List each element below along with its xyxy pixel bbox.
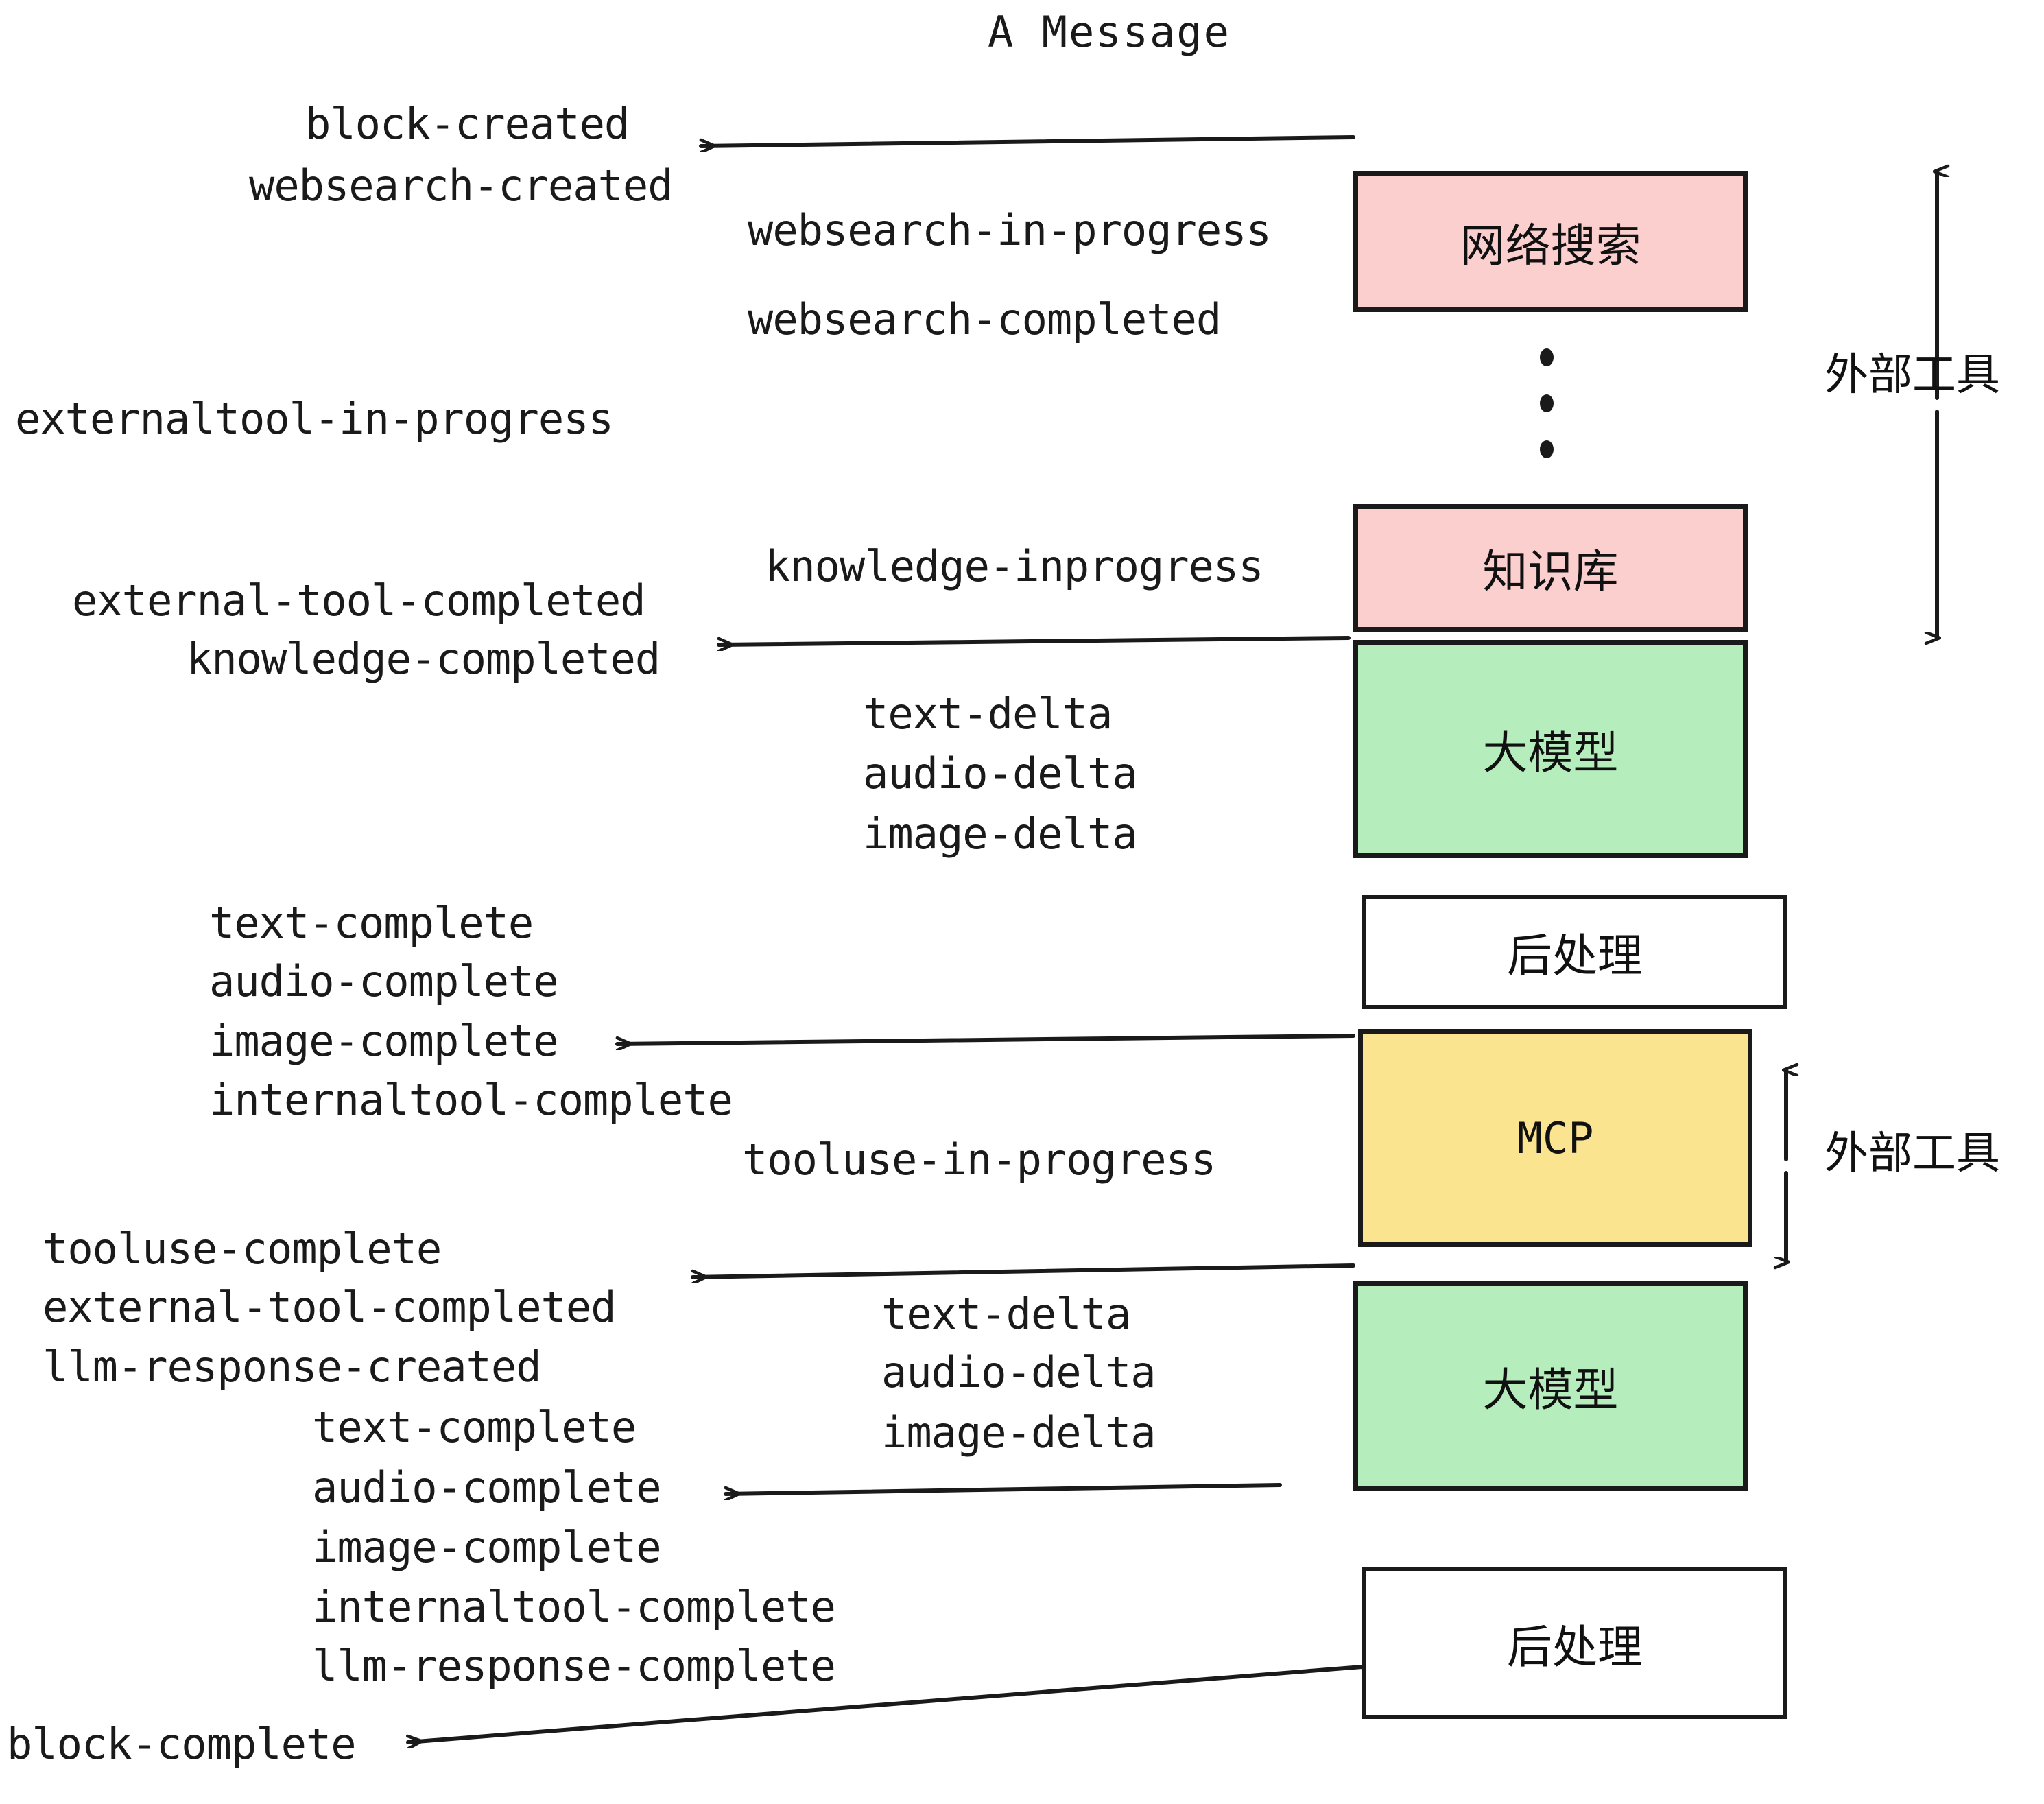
page-title: A Message [988, 7, 1231, 57]
event-label-text-delta-1: text-delta [863, 689, 1113, 739]
event-label-llm-response-complete: llm-response-complete [312, 1641, 836, 1691]
event-label-external-tool-completed-2: external-tool-completed [43, 1282, 617, 1332]
event-label-image-delta-1: image-delta [863, 809, 1138, 859]
event-label-text-complete-2: text-complete [312, 1402, 637, 1452]
event-label-text-complete-1: text-complete [209, 898, 534, 948]
event-label-block-created: block-created [305, 99, 630, 149]
node-mcp: MCP [1358, 1029, 1752, 1247]
event-label-audio-complete-1: audio-complete [209, 956, 559, 1006]
ellipsis-dot [1540, 348, 1554, 366]
node-label: 知识库 [1482, 545, 1619, 598]
event-label-image-complete-2: image-complete [312, 1522, 662, 1572]
node-postprocess-1: 后处理 [1362, 895, 1787, 1009]
event-label-internaltool-complete-2: internaltool-complete [312, 1582, 836, 1632]
node-postprocess-2: 后处理 [1362, 1567, 1787, 1719]
event-label-externaltool-in-progress: externaltool-in-progress [15, 394, 614, 444]
event-label-knowledge-completed: knowledge-completed [187, 634, 661, 684]
event-label-text-delta-2: text-delta [881, 1289, 1131, 1339]
node-llm-1: 大模型 [1353, 640, 1748, 858]
event-label-audio-delta-2: audio-delta [881, 1347, 1156, 1397]
event-label-block-complete: block-complete [7, 1719, 357, 1769]
arrow-knowledge-completed [717, 636, 1351, 645]
event-label-audio-complete-2: audio-complete [312, 1462, 662, 1512]
arrow-audio-complete [724, 1483, 1282, 1494]
node-websearch: 网络搜索 [1353, 171, 1748, 312]
event-label-llm-response-created: llm-response-created [43, 1342, 542, 1392]
node-label: 后处理 [1507, 929, 1643, 982]
side-label-external-tool-top: 外部工具 [1825, 350, 2000, 401]
arrow-image-complete [615, 1034, 1355, 1044]
event-label-websearch-in-progress: websearch-in-progress [748, 205, 1272, 255]
node-llm-2: 大模型 [1353, 1281, 1748, 1491]
event-label-audio-delta-1: audio-delta [863, 748, 1138, 798]
side-label-external-tool-bottom: 外部工具 [1825, 1128, 2000, 1179]
node-label: MCP [1517, 1113, 1594, 1163]
event-label-websearch-created: websearch-created [249, 161, 674, 211]
event-label-tooluse-complete: tooluse-complete [43, 1224, 442, 1274]
event-label-knowledge-inprogress: knowledge-inprogress [765, 541, 1264, 591]
arrow-block-complete [406, 1665, 1364, 1742]
arrow-block-created [699, 135, 1355, 146]
event-label-tooluse-in-progress: tooluse-in-progress [742, 1135, 1216, 1185]
event-label-internaltool-complete-1: internaltool-complete [209, 1075, 733, 1125]
node-label: 网络搜索 [1460, 219, 1641, 272]
ellipsis-dot [1540, 440, 1554, 458]
event-label-websearch-completed: websearch-completed [748, 294, 1222, 344]
event-label-image-complete-1: image-complete [209, 1016, 559, 1066]
event-label-image-delta-2: image-delta [881, 1408, 1156, 1458]
node-knowledge: 知识库 [1353, 504, 1748, 632]
node-label: 大模型 [1482, 1363, 1619, 1416]
arrow-tooluse-complete [691, 1263, 1355, 1277]
node-label: 后处理 [1507, 1620, 1643, 1674]
ellipsis-dot [1540, 394, 1554, 412]
node-label: 大模型 [1482, 726, 1619, 779]
event-label-external-tool-completed-1: external-tool-completed [72, 575, 646, 626]
